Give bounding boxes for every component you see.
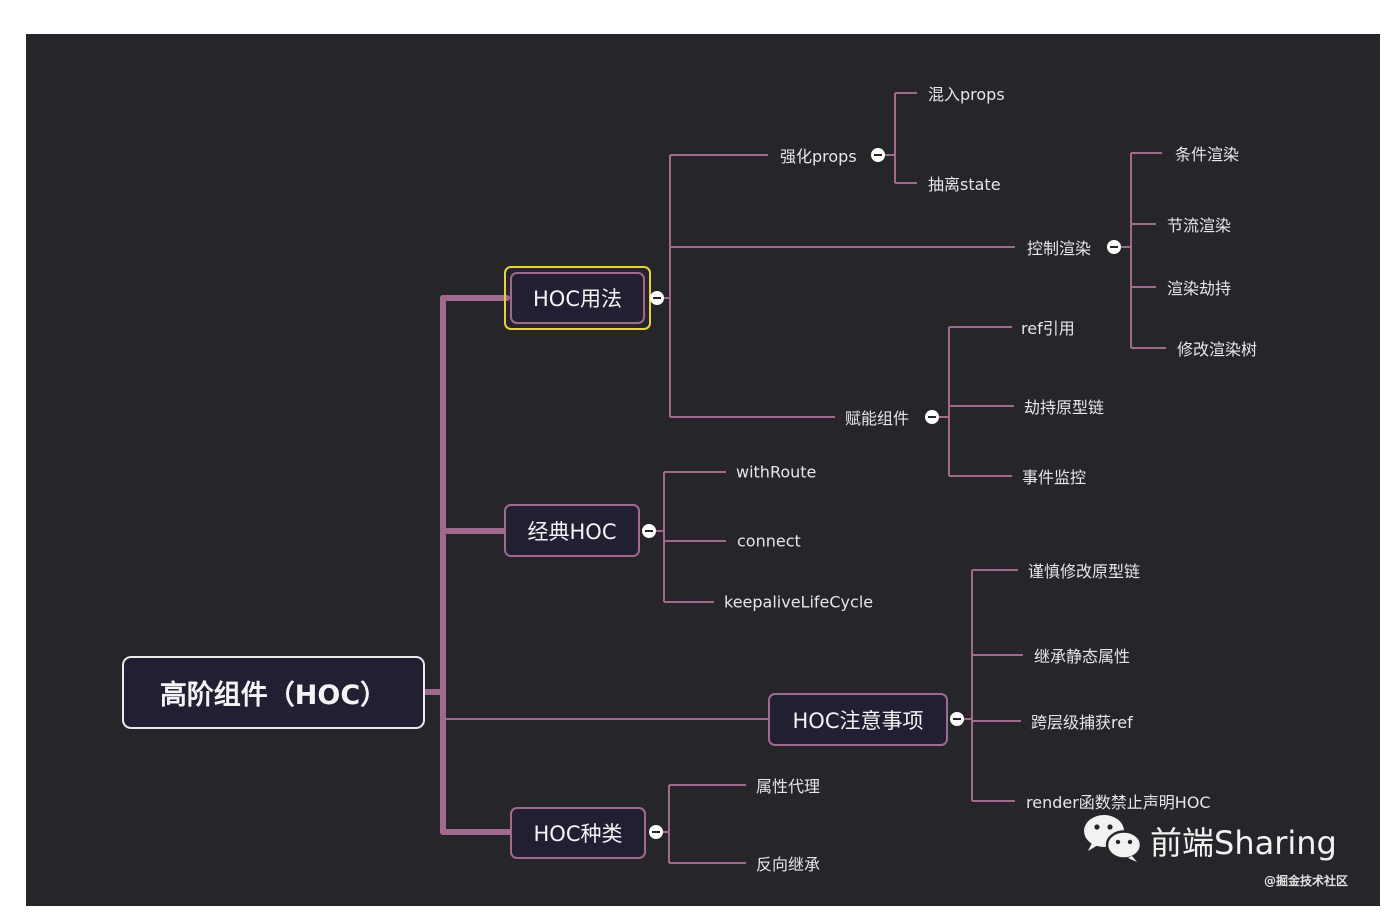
mindmap-canvas bbox=[26, 34, 1380, 906]
caveats-branches bbox=[962, 569, 1023, 802]
empower-branches bbox=[938, 326, 1014, 477]
collapse-toggle-empower[interactable] bbox=[925, 410, 939, 424]
leaf-modify-render-tree[interactable]: 修改渲染树 bbox=[1177, 340, 1258, 359]
kinds-branches bbox=[662, 784, 746, 864]
collapse-toggle-usage[interactable] bbox=[650, 291, 664, 305]
topic-empower[interactable]: 赋能组件 bbox=[845, 409, 910, 428]
wechat-icon bbox=[1084, 815, 1143, 862]
leaf-no-hoc-in-render[interactable]: render函数禁止声明HOC bbox=[1026, 793, 1211, 812]
leaf-render-hijack[interactable]: 渲染劫持 bbox=[1167, 279, 1232, 298]
leaf-ref[interactable]: ref引用 bbox=[1021, 319, 1075, 338]
topic-enhance-props[interactable]: 强化props bbox=[780, 147, 857, 166]
watermark-brand: 前端Sharing bbox=[1150, 824, 1337, 862]
leaf-connect[interactable]: connect bbox=[737, 531, 801, 551]
leaf-keepalive[interactable]: keepaliveLifeCycle bbox=[724, 592, 874, 612]
collapse-toggle-classic[interactable] bbox=[642, 524, 656, 538]
trunk-line bbox=[423, 295, 446, 835]
leaf-inherit-static[interactable]: 继承静态属性 bbox=[1034, 647, 1131, 666]
leaf-inheritance-inversion[interactable]: 反向继承 bbox=[756, 855, 821, 874]
leaf-conditional-render[interactable]: 条件渲染 bbox=[1175, 145, 1240, 164]
leaf-mixin-props[interactable]: 混入props bbox=[928, 85, 1005, 104]
leaf-props-proxy[interactable]: 属性代理 bbox=[756, 777, 821, 796]
node-hoc-kinds[interactable]: HOC种类 bbox=[510, 807, 646, 859]
node-hoc-caveats[interactable]: HOC注意事项 bbox=[768, 693, 948, 746]
classic-branches bbox=[655, 471, 726, 603]
watermark-site: @掘金技术社区 bbox=[1264, 874, 1349, 888]
leaf-forward-ref[interactable]: 跨层级捕获ref bbox=[1031, 713, 1133, 732]
topic-control-render[interactable]: 控制渲染 bbox=[1027, 239, 1092, 258]
node-hoc-usage[interactable]: HOC用法 bbox=[510, 272, 645, 324]
root-node[interactable]: 高阶组件（HOC） bbox=[122, 656, 425, 729]
leaf-throttle-render[interactable]: 节流渲染 bbox=[1167, 216, 1232, 235]
usage-branches bbox=[660, 154, 1015, 418]
leaf-hijack-prototype[interactable]: 劫持原型链 bbox=[1024, 398, 1105, 417]
collapse-toggle-caveats[interactable] bbox=[950, 712, 964, 726]
collapse-toggle-kinds[interactable] bbox=[649, 825, 663, 839]
collapse-toggle-enhance[interactable] bbox=[871, 148, 885, 162]
leaf-withroute[interactable]: withRoute bbox=[736, 462, 817, 482]
node-classic-hoc[interactable]: 经典HOC bbox=[504, 504, 640, 557]
leaf-careful-prototype[interactable]: 谨慎修改原型链 bbox=[1028, 562, 1141, 581]
control-branches bbox=[1120, 152, 1166, 349]
leaf-extract-state[interactable]: 抽离state bbox=[928, 175, 1001, 194]
leaf-event-monitor[interactable]: 事件监控 bbox=[1022, 468, 1087, 487]
collapse-toggle-control[interactable] bbox=[1107, 240, 1121, 254]
enhance-branches bbox=[884, 92, 917, 184]
